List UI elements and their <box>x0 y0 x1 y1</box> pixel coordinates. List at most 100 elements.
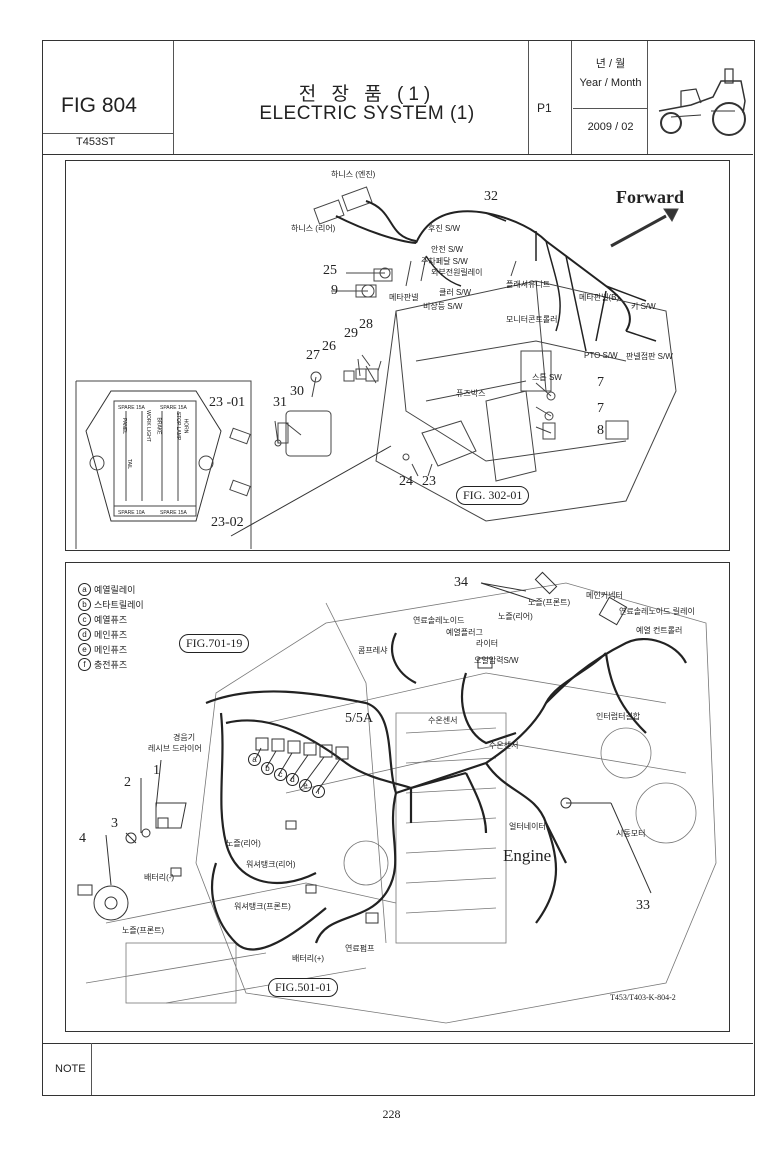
legend-text: 예열릴레이 <box>94 585 136 595</box>
fuse-label: SPARE 15A <box>118 405 145 411</box>
callout-label: 하니스 (엔진) <box>331 170 376 179</box>
legend-key: d <box>78 628 91 641</box>
callout-label: 워셔탱크(리어) <box>246 860 296 869</box>
part-number: 23-02 <box>211 515 244 530</box>
drawing-frame: FIG 804 T453ST 전 장 품 (1) ELECTRIC SYSTEM… <box>42 40 755 1096</box>
tractor-icon <box>658 68 746 136</box>
legend-text: 메인퓨즈 <box>94 630 128 640</box>
figure-reference[interactable]: FIG. 302-01 <box>456 486 530 505</box>
callout-label: 메타판넬 <box>389 293 419 302</box>
part-number: 27 <box>306 348 320 363</box>
divider <box>43 133 173 134</box>
figure-reference[interactable]: FIG.501-01 <box>268 978 339 997</box>
callout-label: 수온센서 <box>489 741 519 750</box>
divider <box>43 1043 753 1044</box>
callout-label: 콤프레샤 <box>358 646 388 655</box>
fuse-label: SPARE 15A <box>160 405 187 411</box>
callout-label: 키 S/W <box>631 302 656 311</box>
part-number: 3 <box>111 816 118 831</box>
relay-callout: d <box>286 773 299 786</box>
callout-label: 플래셔유니트 <box>506 280 551 289</box>
legend-text: 충전퓨즈 <box>94 660 128 670</box>
callout-label: 안전 S/W <box>431 245 464 254</box>
relay-callout: a <box>248 753 261 766</box>
callout-label: 퓨즈박스 <box>456 389 486 398</box>
drawing-code: T453/T403-K-804-2 <box>610 993 676 1002</box>
part-number: 33 <box>636 898 650 913</box>
part-number: 23 -01 <box>209 395 246 410</box>
part-number: 25 <box>323 263 337 278</box>
legend-key: f <box>78 658 91 671</box>
part-number: 26 <box>322 339 336 354</box>
callout-label: 연료솔레노이드 릴레이 <box>619 607 695 616</box>
callout-label: 라이터 <box>476 639 499 648</box>
legend-text: 예열퓨즈 <box>94 615 128 625</box>
page-code: P1 <box>537 101 552 115</box>
callout-label: 시동모터 <box>616 829 646 838</box>
callout-label: 연료솔레노이드 <box>413 616 465 625</box>
page-number: 228 <box>382 1107 401 1121</box>
fuse-label: BRAKE <box>155 417 162 435</box>
callout-label: 하니스 (리어) <box>291 224 336 233</box>
part-number: 24 <box>399 474 413 489</box>
relay-callout: b <box>261 762 274 775</box>
callout-label: 노즐(프론트) <box>122 926 165 935</box>
part-number: 31 <box>273 395 287 410</box>
fuse-label: SPARE 10A <box>118 510 145 516</box>
callout-label: 배터리(+) <box>292 954 325 963</box>
legend-key: b <box>78 598 91 611</box>
fuse-label: HORN <box>182 418 189 434</box>
callout-label: 인터럽터결합 <box>596 712 641 721</box>
callout-label: 레시브 드라이어 <box>148 744 202 753</box>
callout-label: 예열 컨트롤러 <box>636 626 683 635</box>
title-block: FIG 804 T453ST 전 장 품 (1) ELECTRIC SYSTEM… <box>43 41 753 155</box>
callout-label: 노즐(리어) <box>226 839 261 848</box>
fig-number: FIG 804 <box>61 94 137 117</box>
legend-key: c <box>78 613 91 626</box>
forward-label: Forward <box>616 187 684 207</box>
callout-label: 오일압력S/W <box>474 656 519 665</box>
divider <box>91 1043 92 1095</box>
part-number: 2 <box>124 775 131 790</box>
callout-label: 수온센서 <box>428 716 458 725</box>
callout-label: 모니터콘트롤러 <box>506 315 558 324</box>
divider <box>571 41 572 154</box>
part-number: 5/5A <box>345 711 373 726</box>
fuse-label: PANEL <box>121 417 128 435</box>
model-code: T453ST <box>76 136 116 148</box>
fuse-label: TAIL <box>126 458 133 470</box>
part-number: 1 <box>153 763 160 778</box>
note-label: NOTE <box>55 1063 86 1075</box>
callout-label: 노즐(프론트) <box>528 598 571 607</box>
callout-label: PTO S/W <box>584 351 618 360</box>
part-number: 32 <box>484 189 498 204</box>
engine-label: Engine <box>503 846 552 865</box>
part-number: 28 <box>359 317 373 332</box>
year-month-korean: 년 / 월 <box>595 58 626 70</box>
fuse-label: STOP LAMP <box>175 411 182 441</box>
callout-label: 비상등 S/W <box>423 302 463 311</box>
engine-harness-drawing <box>77 571 717 1024</box>
revision-date: 2009 / 02 <box>587 121 634 133</box>
legend-text: 스타트릴레이 <box>94 600 144 610</box>
divider <box>647 41 648 154</box>
legend-key: e <box>78 643 91 656</box>
part-number: 30 <box>290 384 304 399</box>
callout-label: 배터리(-) <box>144 873 175 882</box>
divider <box>573 108 648 109</box>
callout-label: 판넬접판 S/W <box>626 352 673 361</box>
dashboard-harness-drawing <box>75 186 679 549</box>
part-number: 9 <box>331 283 338 298</box>
divider <box>173 41 174 154</box>
callout-label: 메타판넬(B) <box>579 293 620 302</box>
figure-reference[interactable]: FIG.701-19 <box>179 634 250 653</box>
callout-label: 워셔탱크(프론트) <box>234 902 291 911</box>
callout-label: 경음기 <box>173 733 196 742</box>
